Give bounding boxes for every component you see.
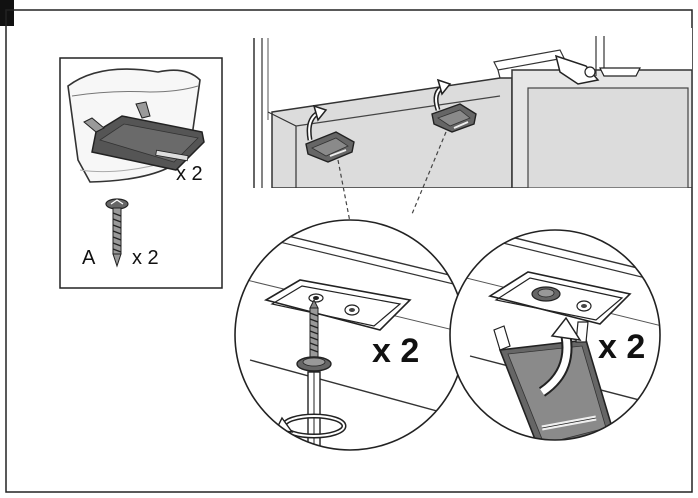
diagram-frame xyxy=(5,9,693,493)
bracket-quantity: x 2 xyxy=(176,163,203,185)
screw-icon xyxy=(296,298,332,372)
detail-screw-install: x 2 xyxy=(234,219,466,451)
bracket-part xyxy=(83,101,205,171)
swing-arrow-icon xyxy=(538,316,582,397)
detail-right-quantity: x 2 xyxy=(598,328,645,366)
detail-bracket-attach: x 2 xyxy=(449,229,661,441)
turn-arrow-icon xyxy=(274,413,347,439)
rotate-arrow-right-icon xyxy=(433,78,452,111)
cabinet-top-view xyxy=(250,28,692,188)
screw-quantity: x 2 xyxy=(132,247,159,269)
leader-line-left xyxy=(337,159,351,223)
door-hinge xyxy=(554,54,641,85)
bracket-clip xyxy=(493,321,616,440)
detail-left-quantity: x 2 xyxy=(372,332,419,370)
screw-a-icon xyxy=(105,198,129,268)
step-marker xyxy=(0,0,14,26)
rotate-arrow-left-icon xyxy=(306,104,328,141)
leader-line-right xyxy=(411,131,447,215)
screw-letter: A xyxy=(82,247,96,269)
parts-kit-box: x 2 A x 2 xyxy=(59,57,223,289)
mounted-bracket-right xyxy=(431,103,477,133)
mounted-bracket-left xyxy=(305,131,355,163)
